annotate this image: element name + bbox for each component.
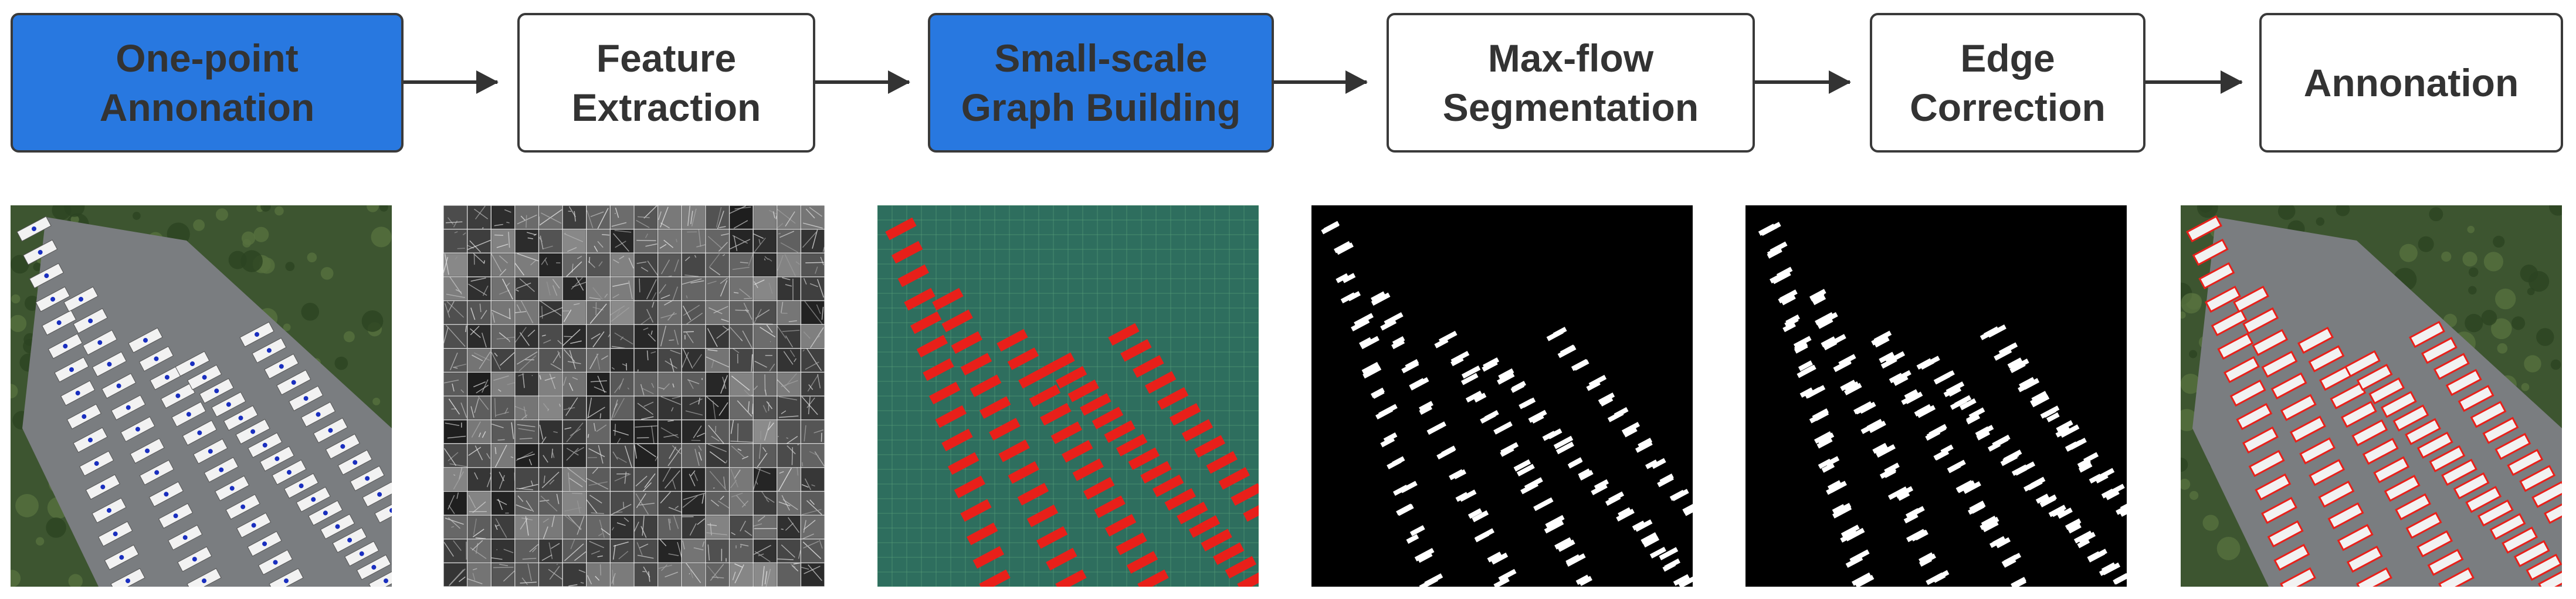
aerial-photo-with-point-annotations — [11, 205, 392, 587]
arrow-5 — [2145, 70, 2243, 94]
aerial-parking-lot-image — [11, 205, 392, 587]
step-graph-building: Small-scale Graph Building — [928, 13, 1274, 153]
feature-maps-image — [443, 205, 825, 587]
graph-overlay-image — [877, 205, 1259, 587]
graph-overlay-image — [877, 205, 1259, 587]
binary-mask-image — [1745, 205, 2127, 587]
step-label: One-point Annonation — [99, 36, 315, 129]
step-label: Edge Correction — [1910, 36, 2106, 129]
arrow-2 — [815, 70, 910, 94]
edge-corrected-mask — [1745, 205, 2127, 587]
step-one-point-annotation: One-point Annonation — [11, 13, 404, 153]
binary-mask-image — [1311, 205, 1693, 587]
step-annotation: Annonation — [2259, 13, 2563, 153]
step-maxflow-segmentation: Max-flow Segmentation — [1387, 13, 1755, 153]
step-label: Small-scale Graph Building — [961, 36, 1241, 129]
feature-map-grid — [443, 205, 825, 587]
arrow-3 — [1274, 70, 1368, 94]
step-label: Feature Extraction — [571, 36, 761, 129]
step-label: Annonation — [2303, 61, 2519, 104]
arrow-1 — [404, 70, 499, 94]
final-annotation-image — [2181, 205, 2562, 587]
step-edge-correction: Edge Correction — [1870, 13, 2145, 153]
step-label: Max-flow Segmentation — [1442, 36, 1699, 129]
arrow-4 — [1755, 70, 1851, 94]
step-feature-extraction: Feature Extraction — [517, 13, 815, 153]
maxflow-mask — [1311, 205, 1693, 587]
annotated-aerial-image — [2181, 205, 2562, 587]
